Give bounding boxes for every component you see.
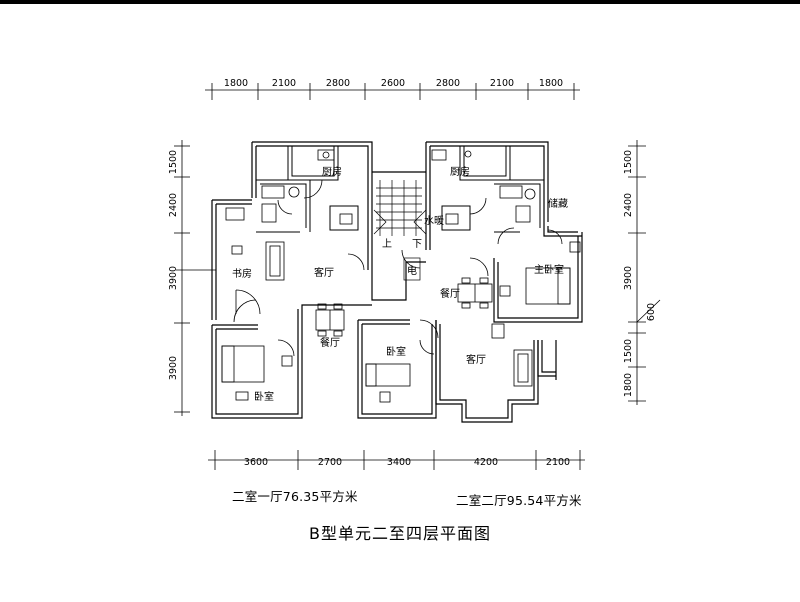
room-label-bedroom-left: 卧室	[254, 390, 274, 403]
bottom-dim-2: 2700	[318, 457, 342, 468]
left-dim-3: 3900	[168, 266, 179, 290]
room-label-kitchen-right: 厨房	[450, 165, 470, 178]
top-dim-2: 2100	[272, 78, 296, 89]
right-dim-1: 1500	[623, 150, 634, 174]
right-dim-2: 2400	[623, 193, 634, 217]
bottom-dim-4: 4200	[474, 457, 498, 468]
left-dimension-line	[174, 140, 190, 416]
top-dim-5: 2800	[436, 78, 460, 89]
right-unit-area-label: 二室二厅95.54平方米	[456, 493, 582, 508]
top-dim-3: 2800	[326, 78, 350, 89]
label-electric-meter: 电	[407, 264, 417, 277]
right-dim-5: 1500	[623, 339, 634, 363]
room-label-study: 书房	[232, 267, 252, 280]
room-label-living-right: 客厅	[466, 353, 486, 366]
room-label-living-left: 客厅	[314, 266, 334, 279]
bottom-dim-3: 3400	[387, 457, 411, 468]
left-dim-4: 3900	[168, 356, 179, 380]
door-swings	[233, 179, 563, 357]
room-label-bedroom-middle: 卧室	[386, 345, 406, 358]
room-label-master-bedroom: 主卧室	[534, 263, 564, 276]
room-label-dining-right: 餐厅	[440, 287, 460, 300]
top-border-bar	[0, 0, 800, 4]
right-dim-3: 3900	[623, 266, 634, 290]
bottom-dim-1: 3600	[244, 457, 268, 468]
left-dim-2: 2400	[168, 193, 179, 217]
top-dim-4: 2600	[381, 78, 405, 89]
right-dimension-line	[628, 140, 661, 405]
top-dim-7: 1800	[539, 78, 563, 89]
room-label-dining-left: 餐厅	[320, 336, 340, 349]
room-label-kitchen-left: 厨房	[322, 165, 342, 178]
right-dim-6: 1800	[623, 373, 634, 397]
top-dimension-line	[205, 83, 580, 100]
room-label-storage: 储藏	[548, 197, 568, 210]
label-water-heater: 水暖	[424, 214, 444, 227]
exterior-walls	[211, 141, 583, 423]
bottom-dim-5: 2100	[546, 457, 570, 468]
top-dim-1: 1800	[224, 78, 248, 89]
label-stair-down: 下	[412, 239, 422, 250]
right-dim-4: 600	[646, 303, 657, 321]
left-dim-1: 1500	[168, 150, 179, 174]
stair-treads	[373, 180, 427, 281]
left-unit-area-label: 二室一厅76.35平方米	[232, 489, 358, 504]
interior-partitions	[256, 146, 545, 233]
top-dim-6: 2100	[490, 78, 514, 89]
plan-caption: B型单元二至四层平面图	[309, 524, 491, 543]
bottom-dimension-line	[208, 450, 585, 470]
furniture	[221, 149, 581, 403]
label-stair-up: 上	[382, 238, 392, 250]
